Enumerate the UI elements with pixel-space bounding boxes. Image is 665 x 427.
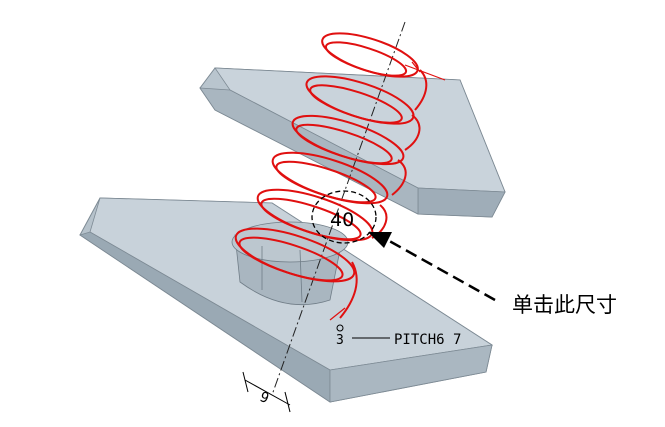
upper-plate[interactable]: [199, 67, 506, 218]
callout-label: 单击此尺寸: [512, 293, 617, 317]
dimension-highlight[interactable]: [311, 190, 377, 244]
dimension-value-40[interactable]: 40: [330, 209, 354, 231]
pitch-annotation[interactable]: 3 PITCH6 7: [336, 324, 461, 348]
pitch-label: PITCH6 7: [394, 332, 461, 348]
spring-axis: [271, 21, 406, 396]
pitch-prefix: 3: [336, 333, 344, 348]
spring-coils[interactable]: [230, 24, 428, 319]
side-dimension[interactable]: 9: [242, 371, 291, 413]
callout-arrow: [368, 232, 496, 302]
side-dimension-value: 9: [257, 389, 271, 407]
spring-end-marks: [329, 61, 446, 321]
